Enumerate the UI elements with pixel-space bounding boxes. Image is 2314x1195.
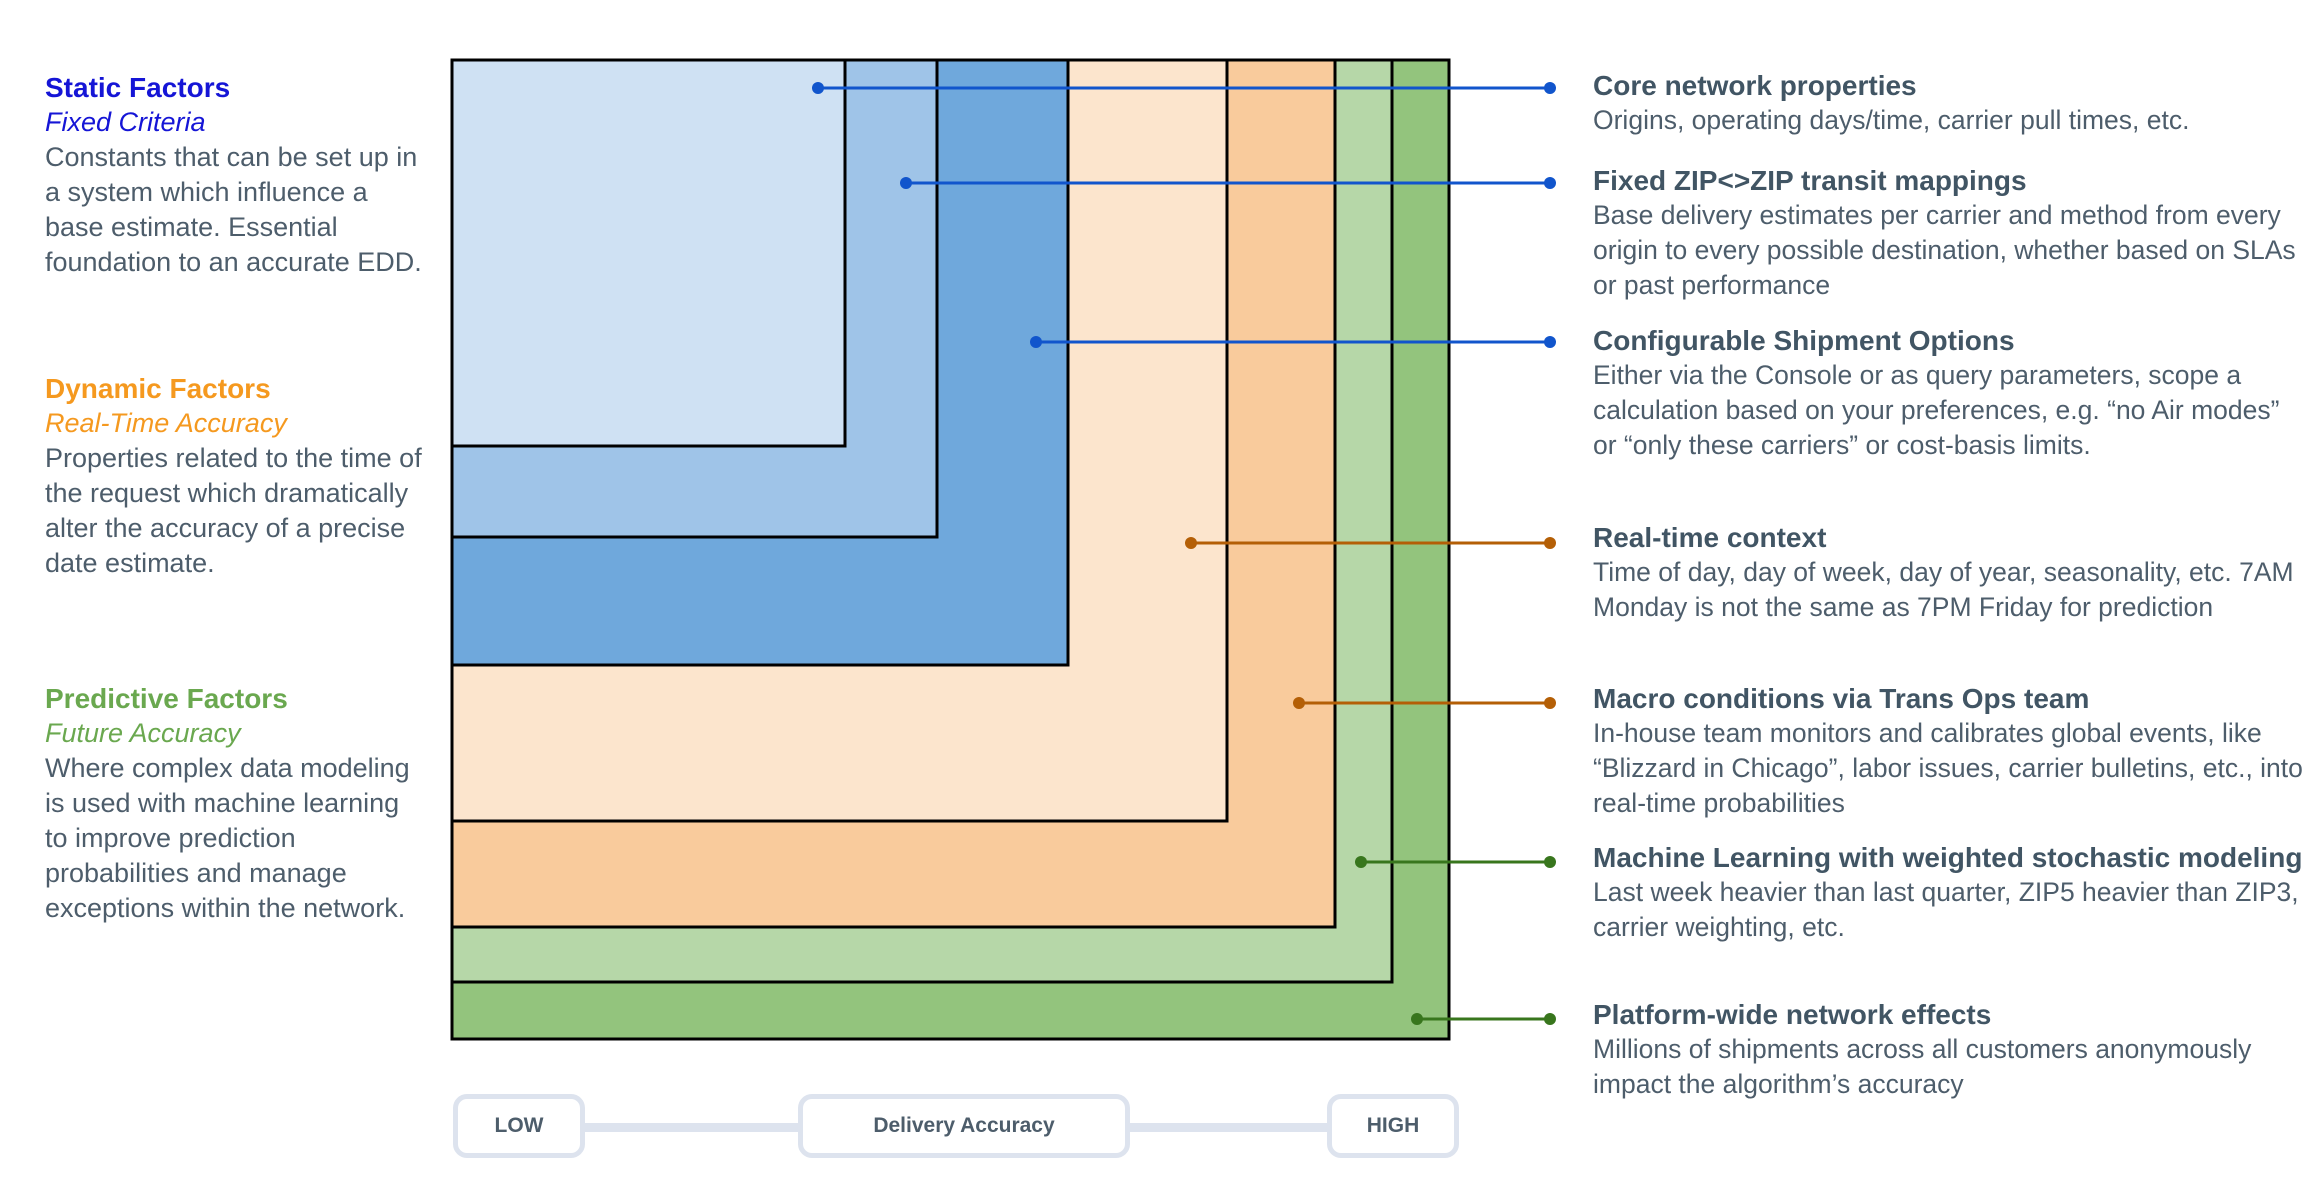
connector-zip-transit [900, 177, 1556, 189]
platform-network-title: Platform-wide network effects [1593, 999, 1992, 1030]
predictive-factors-title: Predictive Factors [45, 683, 288, 714]
shipment-options-description: Either via the Console or as query param… [1593, 360, 2280, 460]
accuracy-scale-track-right [1125, 1123, 1335, 1132]
connector-macro-conditions [1293, 697, 1556, 709]
accuracy-high-label: HIGH [1327, 1094, 1459, 1158]
connector-shipment-options [1030, 336, 1556, 348]
platform-network-item: Platform-wide network effects Millions o… [1593, 997, 2308, 1102]
machine-learning-title: Machine Learning with weighted stochasti… [1593, 842, 2303, 873]
dynamic-factors-title: Dynamic Factors [45, 373, 271, 404]
accuracy-scale-track-left [580, 1123, 805, 1132]
static-factors-subtitle: Fixed Criteria [45, 107, 206, 137]
zip-transit-item: Fixed ZIP<>ZIP transit mappings Base del… [1593, 163, 2308, 303]
macro-conditions-item: Macro conditions via Trans Ops team In-h… [1593, 681, 2308, 821]
machine-learning-description: Last week heavier than last quarter, ZIP… [1593, 877, 2299, 942]
dynamic-factors-description: Properties related to the time of the re… [45, 443, 422, 578]
connector-machine-learning [1355, 856, 1556, 868]
dynamic-factors-subtitle: Real-Time Accuracy [45, 408, 287, 438]
real-time-context-item: Real-time context Time of day, day of we… [1593, 520, 2308, 625]
static-factors-title: Static Factors [45, 72, 231, 103]
macro-conditions-description: In-house team monitors and calibrates gl… [1593, 718, 2303, 818]
dynamic-factors-block: Dynamic Factors Real-Time Accuracy Prope… [45, 371, 425, 581]
core-network-description: Origins, operating days/time, carrier pu… [1593, 105, 2190, 135]
zip-transit-description: Base delivery estimates per carrier and … [1593, 200, 2296, 300]
predictive-factors-subtitle: Future Accuracy [45, 718, 241, 748]
connector-core-network [812, 82, 1556, 94]
real-time-context-title: Real-time context [1593, 522, 1827, 553]
delivery-accuracy-label: Delivery Accuracy [798, 1094, 1130, 1158]
core-network-item: Core network properties Origins, operati… [1593, 68, 2308, 138]
machine-learning-item: Machine Learning with weighted stochasti… [1593, 840, 2308, 945]
accuracy-low-label: LOW [453, 1094, 585, 1158]
shipment-options-item: Configurable Shipment Options Either via… [1593, 323, 2308, 463]
core-network-title: Core network properties [1593, 70, 1917, 101]
shipment-options-title: Configurable Shipment Options [1593, 325, 2015, 356]
real-time-context-description: Time of day, day of week, day of year, s… [1593, 557, 2294, 622]
static-factors-description: Constants that can be set up in a system… [45, 142, 422, 277]
predictive-factors-block: Predictive Factors Future Accuracy Where… [45, 681, 425, 926]
connector-platform-network [1411, 1013, 1556, 1025]
platform-network-description: Millions of shipments across all custome… [1593, 1034, 2252, 1099]
predictive-factors-description: Where complex data modeling is used with… [45, 753, 410, 923]
layer-core-network [450, 58, 847, 448]
static-factors-block: Static Factors Fixed Criteria Constants … [45, 70, 425, 280]
zip-transit-title: Fixed ZIP<>ZIP transit mappings [1593, 165, 2027, 196]
connector-real-time-context [1185, 537, 1556, 549]
macro-conditions-title: Macro conditions via Trans Ops team [1593, 683, 2090, 714]
